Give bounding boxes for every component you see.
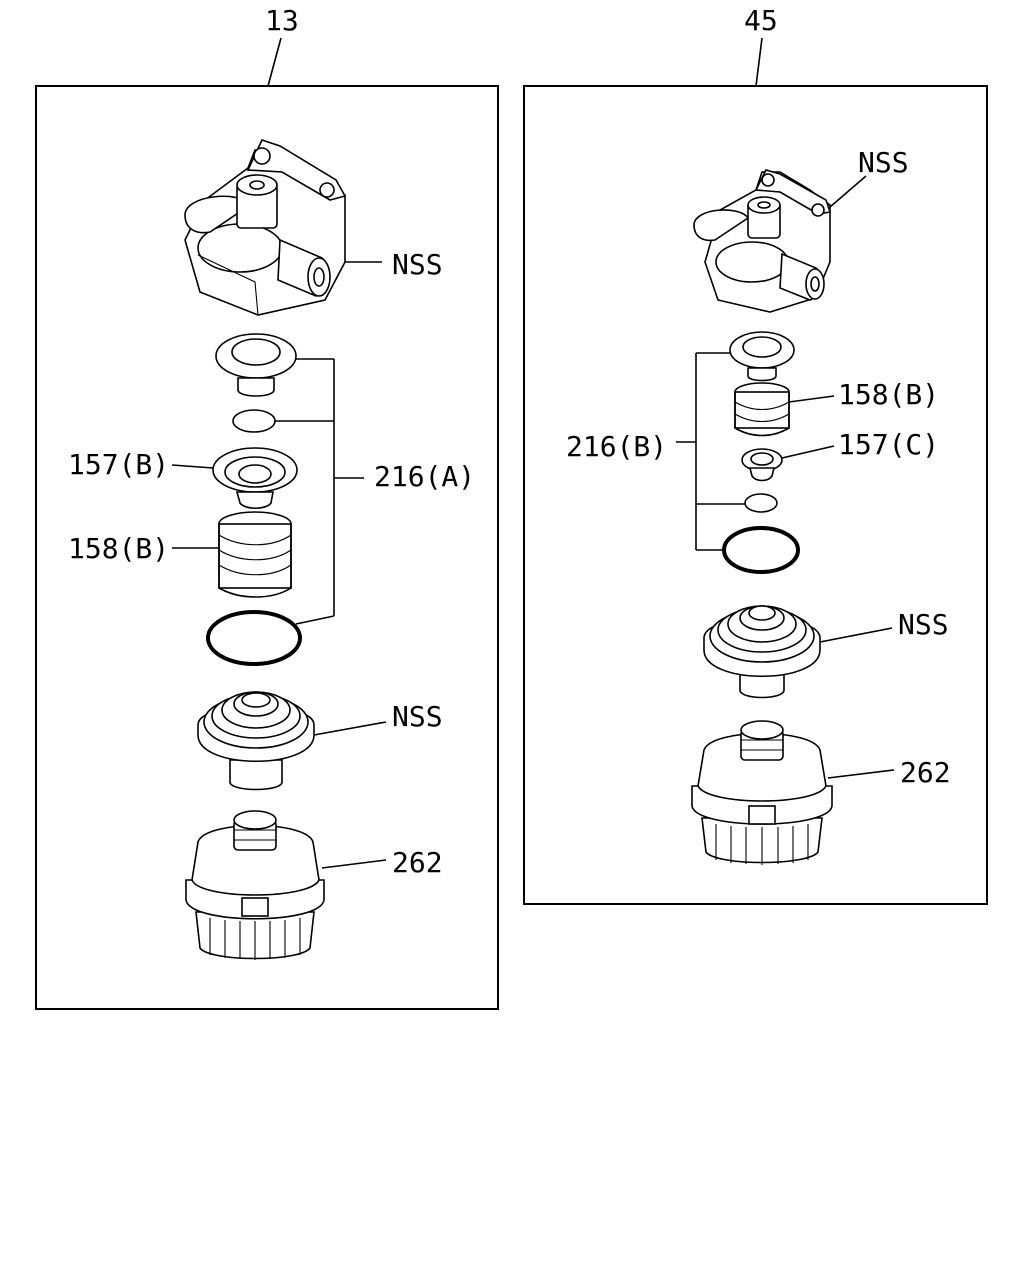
label-cap-45: 262 <box>900 756 951 789</box>
panel-45-number: 45 <box>744 4 778 37</box>
small-seat-icon <box>741 448 783 482</box>
valve-housing-icon <box>693 169 832 313</box>
panel-13-frame <box>35 85 499 1010</box>
panel-45: 45 NSS <box>523 4 988 905</box>
label-cap-13: 262 <box>392 846 443 879</box>
panel-13-leader <box>267 37 282 87</box>
leader-filter-body-45 <box>819 627 893 643</box>
cap-icon <box>691 720 833 865</box>
leader-spring-158b-45 <box>788 395 835 403</box>
small-o-ring-icon <box>232 409 276 433</box>
panel-13: 13 NSS <box>35 4 499 1010</box>
large-o-ring-icon <box>722 526 800 574</box>
bracket-216a <box>275 358 364 625</box>
small-o-ring-icon <box>744 493 778 513</box>
label-spring-158b-45: 158(B) <box>838 378 939 411</box>
valve-housing-icon <box>184 139 347 316</box>
leader-cap-45 <box>827 769 895 779</box>
spring-icon <box>734 382 790 437</box>
filter-body-icon <box>703 605 821 699</box>
spring-icon <box>218 511 292 598</box>
seal-cup-icon <box>729 331 795 382</box>
label-spring-158b-13: 158(B) <box>68 532 169 565</box>
large-o-ring-icon <box>206 610 302 666</box>
label-filter-body-13: NSS <box>392 700 443 733</box>
label-housing-13: NSS <box>392 248 443 281</box>
leader-seat-157b <box>171 464 214 469</box>
panel-13-number: 13 <box>265 4 299 37</box>
panel-45-leader <box>755 37 763 87</box>
label-seat-157c: 157(C) <box>838 428 939 461</box>
filter-body-icon <box>197 691 315 791</box>
seal-cup-icon <box>215 333 297 397</box>
leader-cap-13 <box>321 859 387 869</box>
label-seat-157b: 157(B) <box>68 448 169 481</box>
label-housing-45: NSS <box>858 146 909 179</box>
label-kit-216b: 216(B) <box>566 430 667 463</box>
leader-housing-45 <box>829 175 867 208</box>
valve-seat-icon <box>212 447 298 510</box>
bracket-216b <box>676 352 745 551</box>
cap-icon <box>185 810 325 960</box>
leader-seat-157c <box>781 445 835 459</box>
label-filter-body-45: NSS <box>898 608 949 641</box>
panel-45-frame <box>523 85 988 905</box>
leader-filter-body-13 <box>313 721 387 736</box>
label-kit-216a: 216(A) <box>374 460 475 493</box>
